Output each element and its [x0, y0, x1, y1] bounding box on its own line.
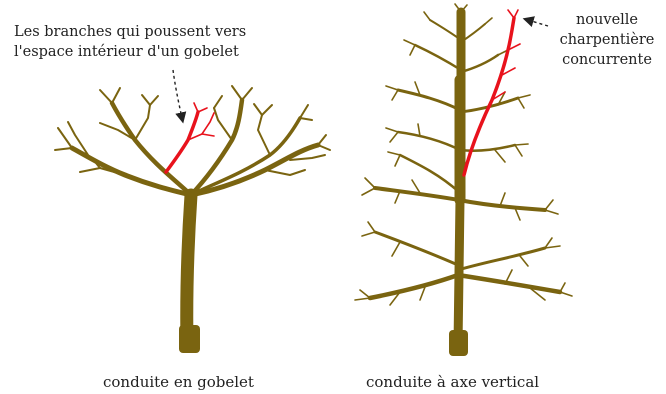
inner-branches-note: Les branches qui poussent vers l'espace …: [14, 22, 284, 62]
competing-leader-note-line-1: nouvelle: [553, 10, 661, 30]
leader-trunk-base: [449, 330, 468, 356]
inner-branches-note-line-1: Les branches qui poussent vers: [14, 22, 284, 42]
vase-trunk: [187, 195, 191, 345]
central-leader-caption: conduite à axe vertical: [366, 373, 539, 391]
vase-trunk-base: [179, 325, 200, 353]
inner-branches-note-line-2: l'espace intérieur d'un gobelet: [14, 42, 284, 62]
leader-tree: [355, 4, 572, 356]
competing-leader-note: nouvelle charpentière concurrente: [553, 10, 661, 70]
vase-caption: conduite en gobelet: [103, 373, 254, 391]
competing-leader-arrow: [528, 20, 548, 26]
competing-leader-note-line-3: concurrente: [553, 50, 661, 70]
inner-branch-arrow: [173, 70, 182, 118]
competing-leader-note-line-2: charpentière: [553, 30, 661, 50]
vase-inner-branch: [166, 103, 214, 172]
